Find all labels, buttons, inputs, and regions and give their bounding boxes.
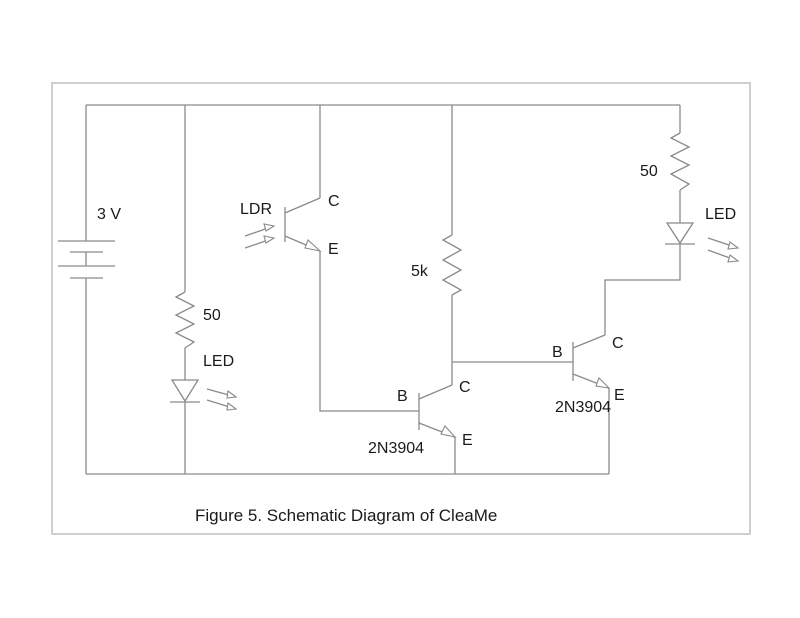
led-right-triangle: [665, 222, 695, 245]
led-left-ray-arrow: [226, 390, 238, 399]
t2-part-label: 2N3904: [555, 399, 611, 416]
resistor-right-label: 50: [640, 163, 658, 180]
t1-emitter-label: E: [462, 432, 473, 449]
ldr-light-ray-arrow: [263, 223, 276, 232]
led-left-label: LED: [203, 353, 234, 370]
resistor-mid-label: 5k: [411, 263, 429, 280]
transistor-1-symbol: [418, 384, 457, 438]
t2-collector-lead: [572, 334, 606, 349]
wires: [85, 104, 681, 475]
transistor-2-symbol: [572, 334, 611, 389]
resistor-right-symbol: [669, 132, 691, 191]
battery-symbol: [58, 240, 115, 279]
ldr-label: LDR: [240, 201, 272, 218]
resistor-mid-symbol: [441, 234, 463, 296]
led-right-ray-arrow: [727, 241, 740, 250]
led-left-ray-arrow: [226, 402, 238, 411]
ldr-emitter-label: E: [328, 241, 339, 258]
battery-label: 3 V: [97, 206, 121, 223]
t2-collector-wire: [604, 244, 681, 335]
t1-emitter-arrow: [440, 425, 457, 438]
t2-base-label: B: [552, 344, 563, 361]
t1-base-label: B: [397, 388, 408, 405]
t2-emitter-arrow: [595, 377, 611, 389]
t2-collector-label: C: [612, 335, 624, 352]
ldr-emitter-arrow: [304, 239, 322, 252]
phototransistor-symbol: [244, 197, 322, 252]
led-right-symbol: [665, 222, 740, 263]
ldr-collector-label: C: [328, 193, 340, 210]
t2-emitter-label: E: [614, 387, 625, 404]
led-left-symbol: [170, 379, 238, 411]
led-right-label: LED: [705, 206, 736, 223]
resistor-left-label: 50: [203, 307, 221, 324]
t1-part-label: 2N3904: [368, 440, 424, 457]
figure-frame: [51, 82, 751, 535]
ldr-emitter-to-base-wire: [319, 251, 419, 412]
t1-collector-label: C: [459, 379, 471, 396]
t1-collector-lead: [418, 384, 453, 400]
led-left-triangle: [170, 379, 200, 403]
ldr-light-ray-arrow: [263, 235, 276, 244]
resistor-left-symbol: [174, 291, 196, 349]
led-right-ray-arrow: [727, 254, 740, 263]
figure-caption: Figure 5. Schematic Diagram of CleaMe: [195, 506, 497, 525]
ldr-collector-lead: [284, 197, 321, 214]
